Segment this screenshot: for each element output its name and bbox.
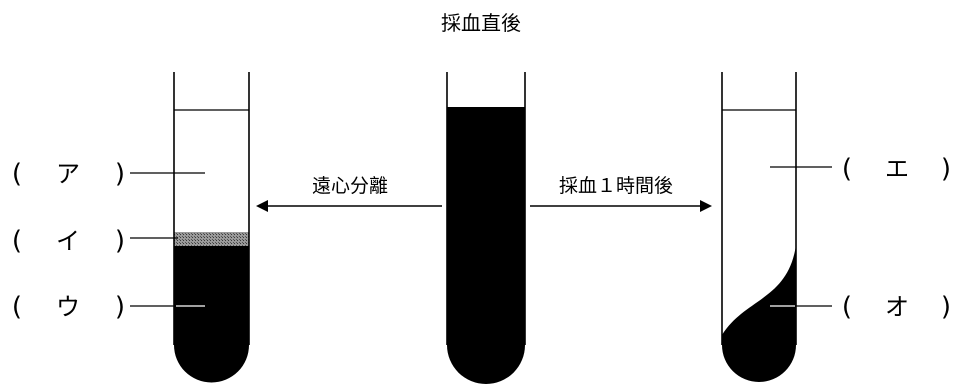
label-i: ( イ ) <box>12 226 178 256</box>
label-o: ( オ ) <box>770 292 951 322</box>
svg-text:(: ( <box>12 226 22 256</box>
arrow-one-hour <box>530 200 712 212</box>
centrifuged-tube <box>173 72 250 383</box>
label-o-text: オ <box>885 293 909 321</box>
svg-text:(: ( <box>12 292 22 322</box>
svg-text:): ) <box>941 292 951 322</box>
svg-text:): ) <box>115 226 125 256</box>
arrowhead-left <box>256 200 268 212</box>
one-hour-label: 採血１時間後 <box>559 175 673 197</box>
label-u-text: ウ <box>56 293 80 321</box>
label-e-text: エ <box>885 155 909 183</box>
label-a: ( ア ) <box>12 159 205 189</box>
svg-text:): ) <box>941 154 951 184</box>
blood-cell-layer <box>174 246 249 383</box>
centrifugation-label: 遠心分離 <box>312 175 388 197</box>
diagram-title: 採血直後 <box>441 11 521 35</box>
arrow-centrifugation <box>256 200 442 212</box>
fresh-blood-tube <box>446 72 526 384</box>
svg-text:(: ( <box>12 159 22 189</box>
svg-text:(: ( <box>842 154 852 184</box>
label-i-text: イ <box>56 227 80 255</box>
whole-blood <box>447 107 525 384</box>
buffy-coat-layer <box>174 232 249 246</box>
label-a-text: ア <box>56 160 80 188</box>
arrowhead-right <box>700 200 712 212</box>
svg-text:): ) <box>115 292 125 322</box>
svg-text:(: ( <box>842 292 852 322</box>
label-e: ( エ ) <box>770 154 951 184</box>
svg-text:): ) <box>115 159 125 189</box>
clotted-tube <box>721 72 797 382</box>
label-u: ( ウ ) <box>12 292 205 322</box>
blood-clot <box>722 245 796 382</box>
